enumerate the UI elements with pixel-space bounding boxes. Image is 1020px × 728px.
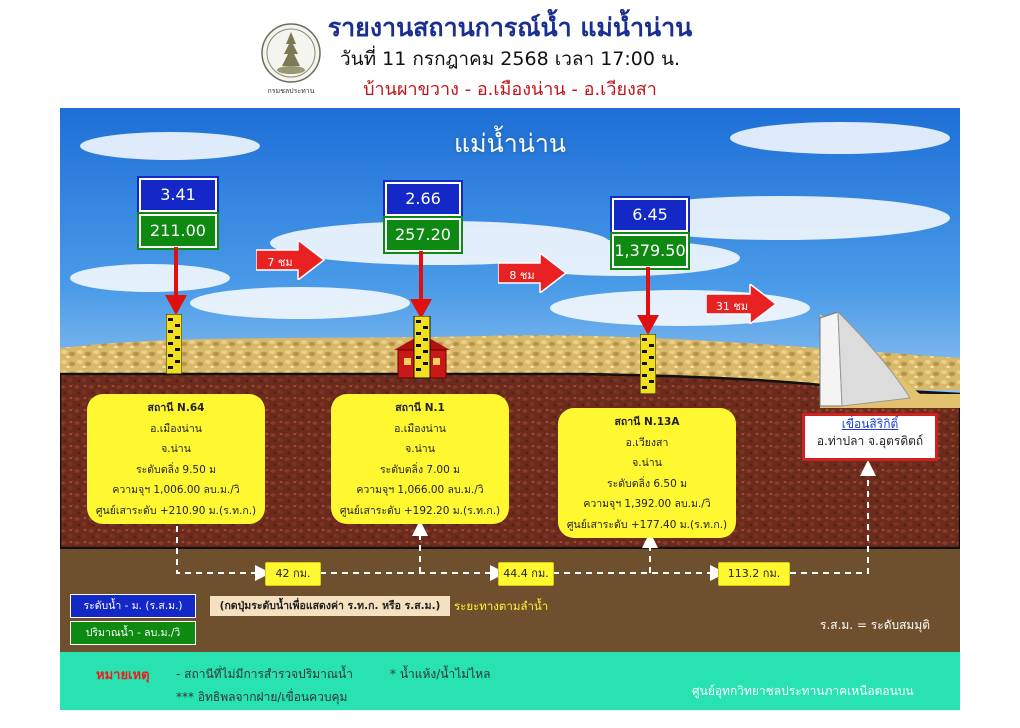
station-3-district: อ.เวียงสา [625, 436, 669, 449]
report-title: รายงานสถานการณ์น้ำ แม่น้ำน่าน [327, 13, 693, 42]
distance-1: 42 กม. [265, 562, 321, 586]
abbreviation-note: ร.ส.ม. = ระดับสมมุติ [820, 618, 931, 632]
river-diagram: แม่น้ำน่าน 3.41 211.00 สถานี N.64 อ.เมือ… [60, 108, 960, 710]
footer-remarks: หมายเหตุ - สถานีที่ไม่มีการสำรวจปริมาณน้… [60, 652, 960, 710]
remark-dry: * น้ำแห้ง/น้ำไม่ไหล [390, 667, 491, 681]
station-1-flow-value: 211.00 [139, 214, 217, 248]
station-2-down-arrow-icon [410, 251, 432, 319]
hydrology-center-name: ศูนย์อุทกวิทยาชลประทานภาคเหนือตอนบน [692, 684, 914, 698]
station-2-level-button[interactable]: 2.66 [385, 182, 461, 216]
legend-distance-label: ระยะทางตามลำน้ำ [454, 599, 549, 613]
station-3-down-arrow-icon [637, 267, 659, 335]
remark-no-survey: - สถานีที่ไม่มีการสำรวจปริมาณน้ำ [176, 667, 353, 681]
distance-3: 113.2 กม. [718, 562, 790, 586]
travel-time-1: 7 ชม [267, 256, 293, 269]
dam-name-link[interactable]: เขื่อนสิริกิติ์ [841, 417, 899, 431]
station-2-province: จ.น่าน [405, 443, 435, 455]
remark-label: หมายเหตุ [96, 668, 150, 683]
travel-arrow-3-icon [706, 284, 778, 324]
station-3-flow-value: 1,379.50 [612, 234, 688, 268]
station-1-bank-level: ระดับตลิ่ง 9.50 ม [135, 463, 217, 476]
station-3-datum: ศูนย์เสาระดับ +177.40 ม.(ร.ท.ก.) [566, 518, 728, 531]
travel-arrow-1-icon [256, 240, 326, 280]
station-1-down-arrow-icon [165, 247, 187, 315]
station-2-gauge-house-icon [394, 316, 450, 379]
travel-time-3: 31 ชม [715, 300, 749, 313]
dam-location: อ.ท่าปลา จ.อุตรดิตถ์ [816, 434, 924, 448]
station-1-district: อ.เมืองน่าน [150, 422, 202, 435]
legend-flow-label: ปริมาณน้ำ - ลบ.ม./วิ [70, 621, 196, 645]
station-2-name: สถานี N.1 [395, 402, 445, 414]
dam-info-box[interactable]: เขื่อนสิริกิติ์ อ.ท่าปลา จ.อุตรดิตถ์ [802, 413, 938, 461]
logo-caption: กรมชลประทาน [267, 87, 315, 95]
station-3-info-card[interactable]: สถานี N.13A อ.เวียงสา จ.น่าน ระดับตลิ่ง … [558, 408, 736, 538]
distance-2: 44.4 กม. [498, 562, 554, 586]
station-1-province: จ.น่าน [161, 443, 191, 455]
station-2-info-card[interactable]: สถานี N.1 อ.เมืองน่าน จ.น่าน ระดับตลิ่ง … [331, 394, 509, 524]
legend-level-label: ระดับน้ำ - ม. (ร.ส.ม.) [70, 594, 196, 618]
remark-weir-influence: *** อิทธิพลจากฝาย/เขื่อนควบคุม [176, 690, 348, 704]
rid-logo-icon [261, 23, 321, 83]
station-2-district: อ.เมืองน่าน [394, 422, 446, 435]
station-3-name: สถานี N.13A [614, 416, 680, 428]
station-1-level-button[interactable]: 3.41 [139, 178, 217, 212]
report-date: วันที่ 11 กรกฎาคม 2568 เวลา 17:00 น. [339, 48, 681, 70]
travel-arrow-2-icon [498, 253, 568, 293]
station-2-datum: ศูนย์เสาระดับ +192.20 ม.(ร.ท.ก.) [339, 504, 501, 517]
report-route: บ้านผาขวาง - อ.เมืองน่าน - อ.เวียงสา [363, 79, 657, 100]
level-toggle-hint: (กดปุ่มระดับน้ำเพื่อแสดงค่า ร.ท.ก. หรือ … [210, 596, 450, 616]
station-3-bank-level: ระดับตลิ่ง 6.50 ม [606, 477, 688, 490]
station-2-flow-value: 257.20 [385, 218, 461, 252]
travel-time-2: 8 ชม [509, 269, 535, 282]
station-1-capacity: ความจุฯ 1,006.00 ลบ.ม./วิ [112, 484, 240, 496]
station-3-level-button[interactable]: 6.45 [612, 198, 688, 232]
station-1-name: สถานี N.64 [147, 402, 205, 414]
station-3-province: จ.น่าน [632, 457, 662, 469]
station-1-info-card[interactable]: สถานี N.64 อ.เมืองน่าน จ.น่าน ระดับตลิ่ง… [87, 394, 265, 524]
station-1-staff-gauge-icon [166, 314, 182, 374]
station-2-capacity: ความจุฯ 1,066.00 ลบ.ม./วิ [356, 484, 484, 496]
station-3-capacity: ความจุฯ 1,392.00 ลบ.ม./วิ [583, 498, 711, 510]
station-3-staff-gauge-icon [640, 334, 656, 394]
station-1-datum: ศูนย์เสาระดับ +210.90 ม.(ร.ท.ก.) [95, 504, 257, 517]
station-2-bank-level: ระดับตลิ่ง 7.00 ม [379, 463, 461, 476]
river-name: แม่น้ำน่าน [454, 129, 566, 158]
